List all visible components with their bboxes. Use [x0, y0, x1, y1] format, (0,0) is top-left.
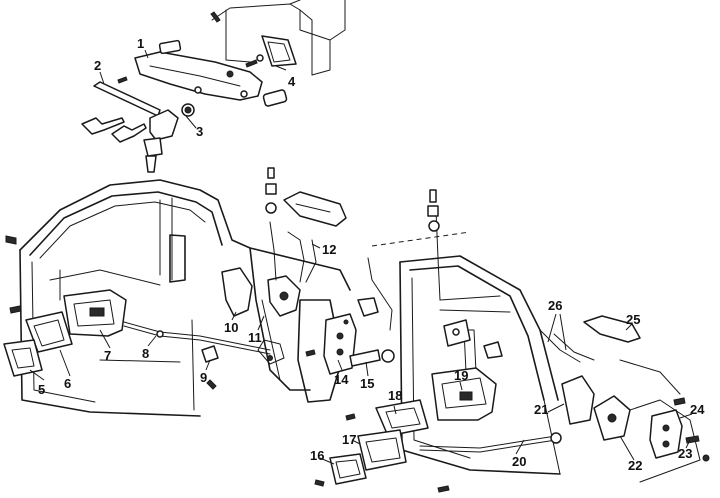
callout-7: 7	[104, 348, 111, 363]
callout-5: 5	[38, 382, 45, 397]
front-lock-pin-part	[349, 297, 395, 367]
rear-inner-handle-part	[431, 367, 497, 421]
callout-22: 22	[628, 458, 642, 473]
rear-latch-cover-part	[561, 375, 595, 425]
callout-leaders	[29, 49, 693, 465]
rear-exterior-handle-part	[583, 315, 641, 343]
callout-26: 26	[548, 298, 562, 313]
callout-19: 19	[454, 368, 468, 383]
background-body-panel-top	[211, 0, 346, 76]
rear-lock-lever-part	[593, 395, 631, 441]
callout-14: 14	[334, 372, 349, 387]
front-screws-part	[5, 235, 316, 361]
front-latch-cover-part	[221, 267, 253, 317]
front-inner-handle-part	[63, 289, 127, 337]
keys-part	[81, 117, 147, 143]
rear-door-lock-part	[649, 409, 683, 459]
callout-3: 3	[196, 124, 203, 139]
gasket-pad-part	[158, 39, 288, 107]
handle-trim-strip	[93, 81, 161, 117]
front-remote-rod-part	[123, 321, 271, 355]
callout-2: 2	[94, 58, 101, 73]
callout-18: 18	[388, 388, 402, 403]
callout-12: 12	[322, 242, 336, 257]
callout-1: 1	[137, 36, 144, 51]
callout-6: 6	[64, 376, 71, 391]
callout-10: 10	[224, 320, 238, 335]
front-door-lock-part	[323, 313, 357, 375]
front-door-panel	[19, 179, 351, 417]
rear-lock-link-part	[443, 319, 503, 359]
exterior-handle-part	[134, 51, 263, 101]
rear-door-panel	[371, 231, 701, 483]
front-exterior-handle-part	[283, 191, 347, 227]
callout-9: 9	[200, 370, 207, 385]
front-rods-part	[265, 167, 317, 283]
callout-15: 15	[360, 376, 374, 391]
callout-25: 25	[626, 312, 640, 327]
small-screw-parts	[117, 11, 264, 84]
callout-24: 24	[690, 402, 705, 417]
callout-labels: 1 2 3 4 5 6 7 8 9 10 11 12 14 15 16 17 1…	[38, 36, 705, 473]
rear-screws-part	[314, 397, 710, 493]
callout-16: 16	[310, 448, 324, 463]
front-rod-clip-part	[201, 345, 219, 390]
callout-21: 21	[534, 402, 548, 417]
callout-20: 20	[512, 454, 526, 469]
rear-inner-bezel-part	[375, 399, 429, 437]
callout-11: 11	[248, 330, 262, 345]
rear-rods-part	[367, 189, 595, 363]
front-lock-link-part	[257, 275, 301, 365]
callout-23: 23	[678, 446, 692, 461]
rear-escutcheon-part	[357, 429, 407, 471]
callout-4: 4	[288, 74, 296, 89]
callout-8: 8	[142, 346, 149, 361]
front-escutcheon-part	[3, 339, 43, 377]
rear-remote-rod-part	[419, 432, 562, 453]
rear-escutcheon-small-part	[329, 453, 367, 485]
callout-17: 17	[342, 432, 356, 447]
handle-bezel-part	[261, 35, 297, 67]
lock-cylinder-part	[143, 103, 195, 173]
